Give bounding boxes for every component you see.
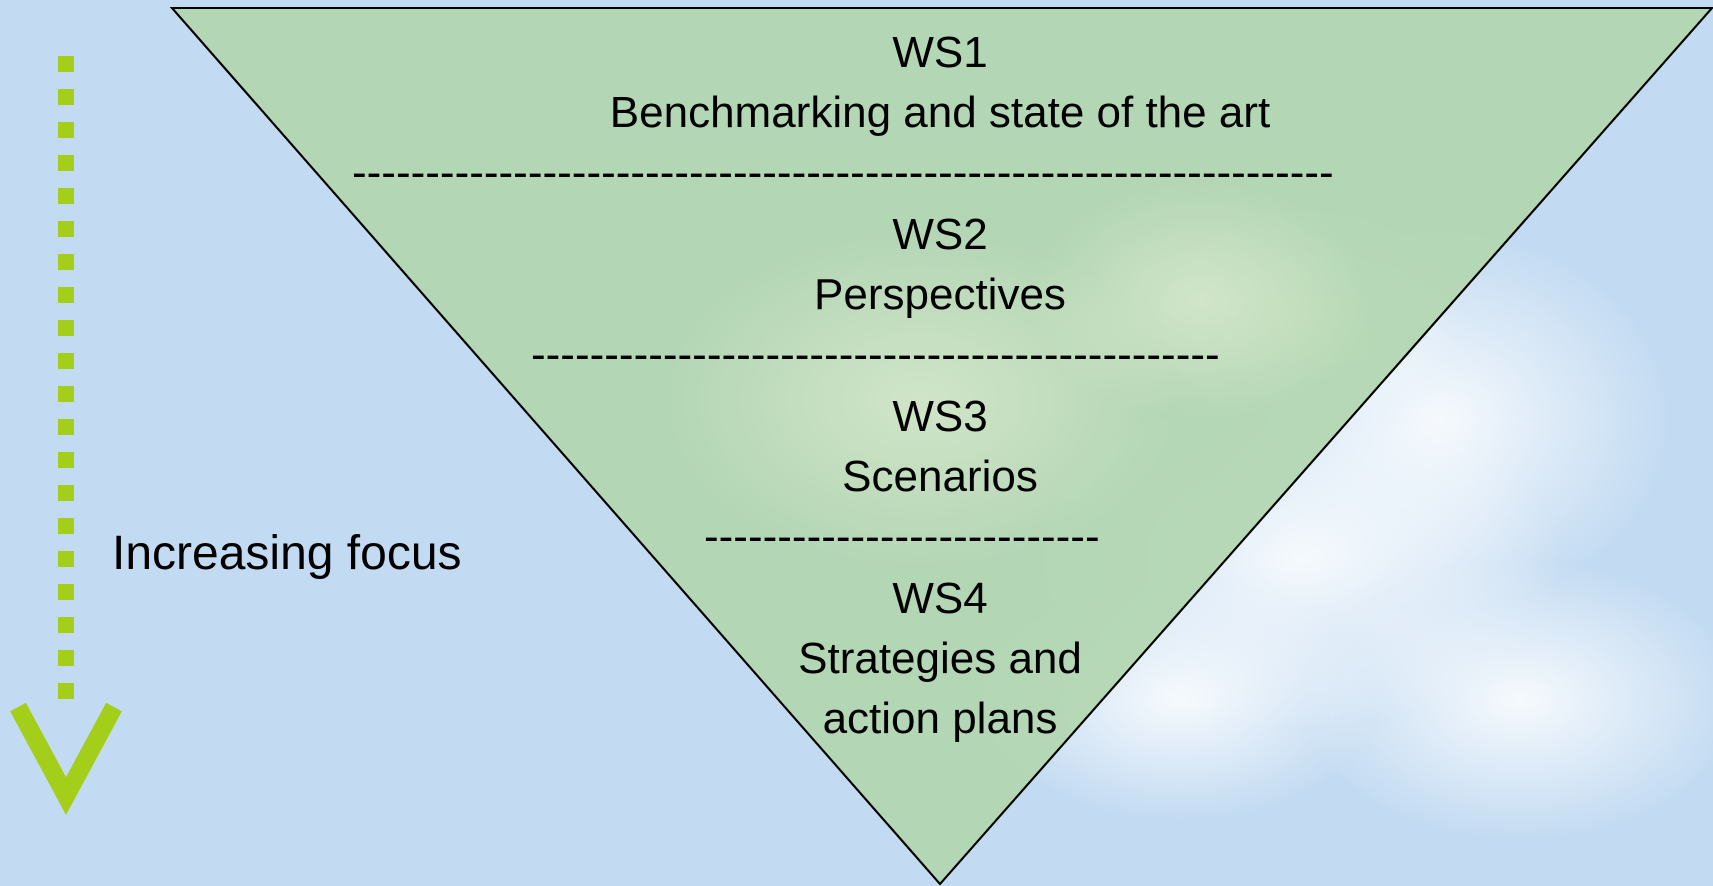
triangle-glow (660, 180, 1370, 570)
arrow-dot (58, 419, 74, 435)
dotted-down-arrow-icon (10, 56, 122, 815)
arrow-dot (58, 452, 74, 468)
ws2-title: Perspectives (814, 270, 1066, 319)
arrow-dot (58, 353, 74, 369)
separator-2: ----------------------------------------… (531, 340, 1220, 370)
increasing-focus-label: Increasing focus (112, 527, 462, 580)
separator-1: ----------------------------------------… (352, 158, 1334, 188)
arrow-dot (58, 89, 74, 105)
arrow-head (10, 702, 122, 815)
arrow-dot (58, 485, 74, 501)
arrow-dot (58, 584, 74, 600)
ws4-label: WS4 (892, 574, 988, 623)
arrow-dot (58, 683, 74, 699)
arrow-dot (58, 551, 74, 567)
ws2-label: WS2 (892, 210, 988, 259)
arrow-dot (58, 254, 74, 270)
arrow-dot (58, 617, 74, 633)
ws1-label: WS1 (892, 28, 988, 77)
ws1-title: Benchmarking and state of the art (609, 88, 1271, 137)
arrow-dot (58, 221, 74, 237)
arrow-dot (58, 122, 74, 138)
separator-3: --------------------------- (704, 522, 1100, 552)
arrow-dot (58, 287, 74, 303)
arrow-dot (58, 188, 74, 204)
ws3-label: WS3 (892, 392, 988, 441)
ws3-title: Scenarios (842, 452, 1038, 501)
arrow-dot (58, 320, 74, 336)
ws4-title-line2: action plans (822, 694, 1058, 743)
arrow-dot (58, 650, 74, 666)
ws4-title-line1: Strategies and (798, 634, 1082, 683)
arrow-dot (58, 518, 74, 534)
arrow-dot (58, 56, 74, 72)
arrow-dot (58, 386, 74, 402)
arrow-dot (58, 155, 74, 171)
